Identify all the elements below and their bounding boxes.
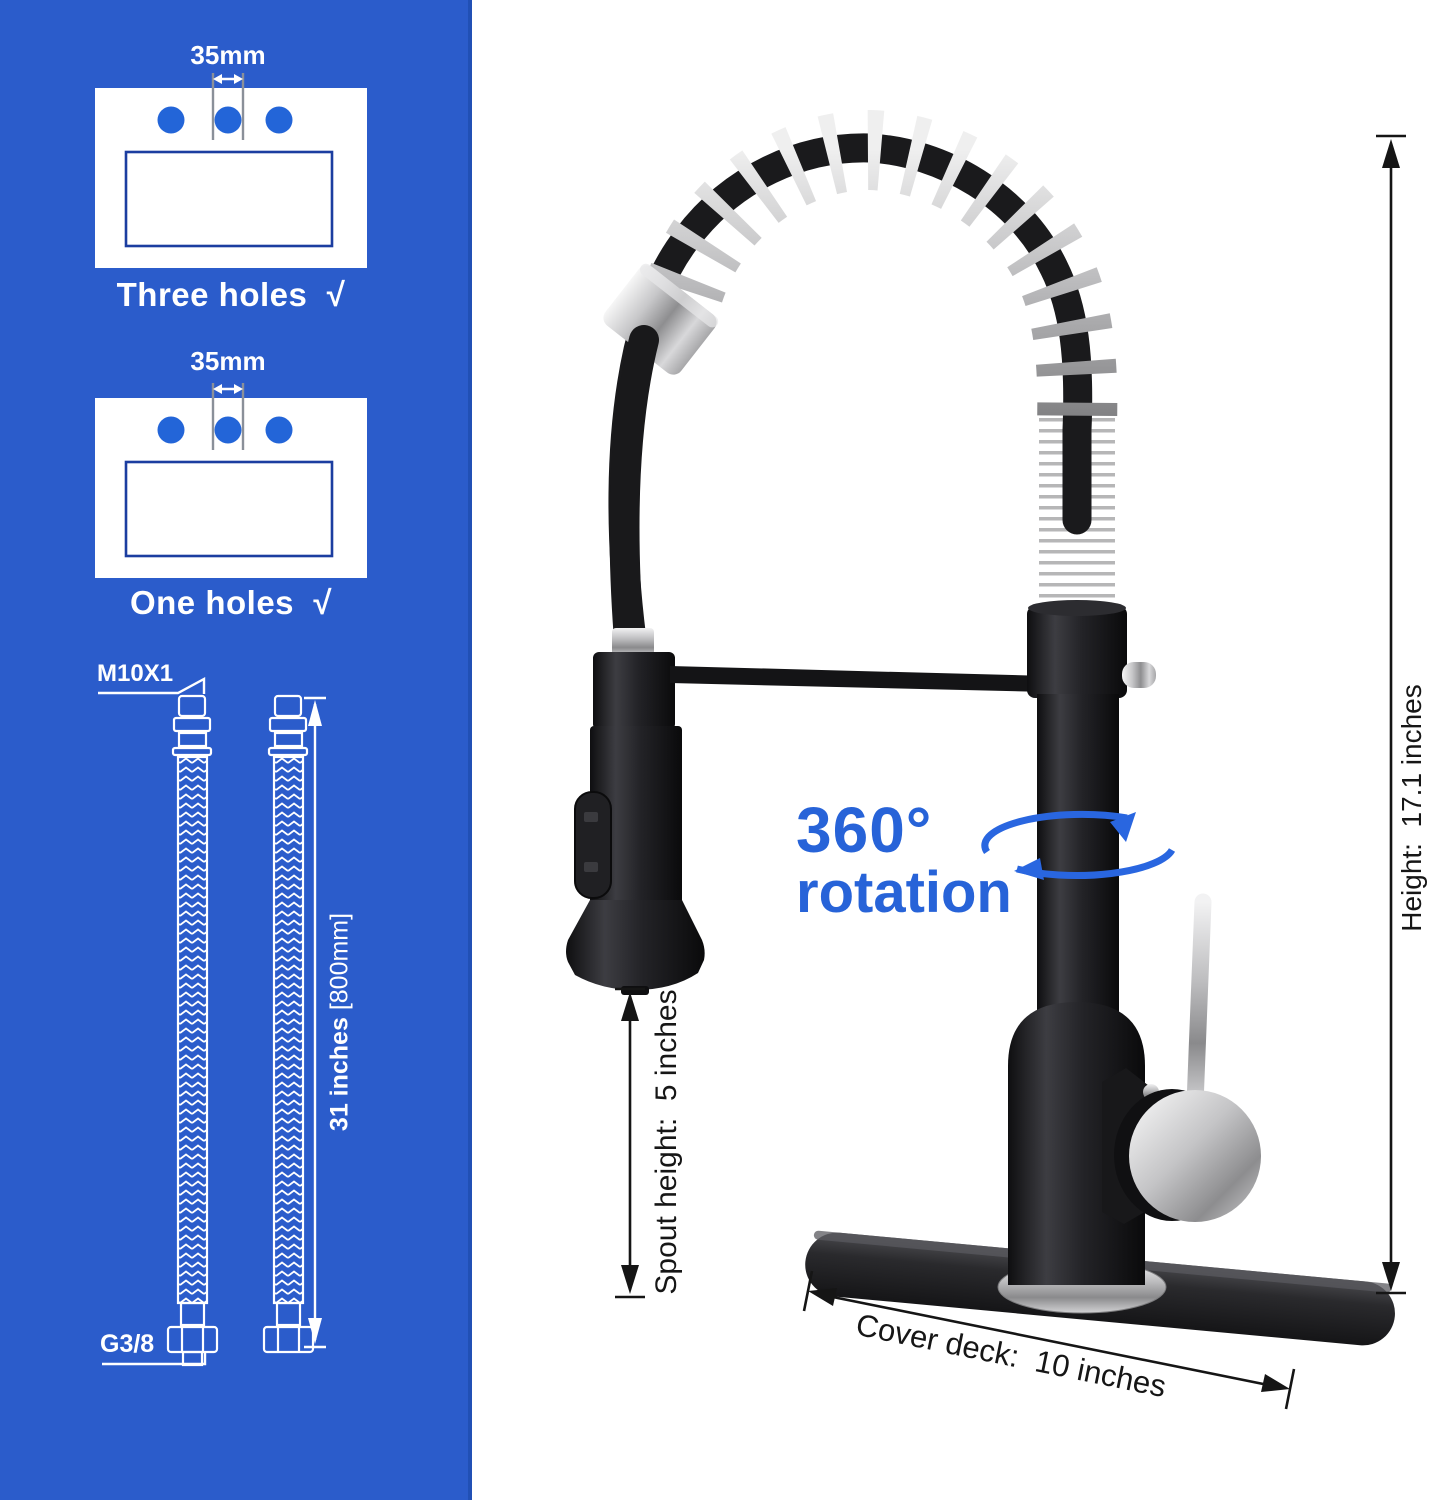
rotation-degrees-text: 360° <box>796 794 933 866</box>
rotation-annotation: 360°rotation <box>796 797 1012 926</box>
handle-lever-rod <box>1186 893 1212 1113</box>
rotation-word-text: rotation <box>796 860 1012 926</box>
installation-diagram-graphics <box>95 73 367 1367</box>
faucet-column <box>1027 600 1156 1018</box>
three-hole-sink-diagram <box>95 73 367 268</box>
dimension-arrows <box>615 134 1406 1410</box>
set-screw <box>1122 662 1156 688</box>
rotation-arrow <box>981 810 1176 880</box>
hose-length-inches: 31 inches <box>325 1010 354 1132</box>
supply-hoses-diagram <box>98 676 326 1367</box>
hose-top-thread-label: M10X1 <box>97 660 174 687</box>
spout-support-arm <box>670 666 1048 692</box>
one-hole-sink-diagram <box>95 383 367 578</box>
height-dimension-label: Height: 17.1 inches <box>1396 684 1427 932</box>
one-holes-checkmark-icon: √ <box>313 584 332 621</box>
three-holes-caption: Three holes √ <box>95 276 367 314</box>
faucet-product-image <box>566 109 1406 1410</box>
three-holes-checkmark-icon: √ <box>326 276 346 313</box>
spray-mode-button <box>574 791 612 899</box>
three-hole-spacing-label: 35mm <box>190 40 266 70</box>
single-lever-handle <box>1102 893 1261 1224</box>
pull-down-spray-head <box>566 628 705 995</box>
installation-panel: 35mm 35mm Three holes √ One holes √ M10X… <box>0 0 472 1500</box>
hose-length-label: 31 inches [800mm] <box>326 913 355 1131</box>
one-holes-caption: One holes √ <box>95 584 367 622</box>
one-holes-text: One holes <box>129 584 295 621</box>
spring-coil-spout <box>603 109 1118 655</box>
spring-end-collar <box>603 263 719 375</box>
hose-length-mm: [800mm] <box>325 912 354 1011</box>
spout-height-dimension-label: Spout height: 5 inches <box>650 989 683 1295</box>
three-holes-text: Three holes <box>116 276 308 313</box>
one-hole-spacing-label: 35mm <box>190 346 266 376</box>
hose-bottom-thread-label: G3/8 <box>100 1330 155 1358</box>
